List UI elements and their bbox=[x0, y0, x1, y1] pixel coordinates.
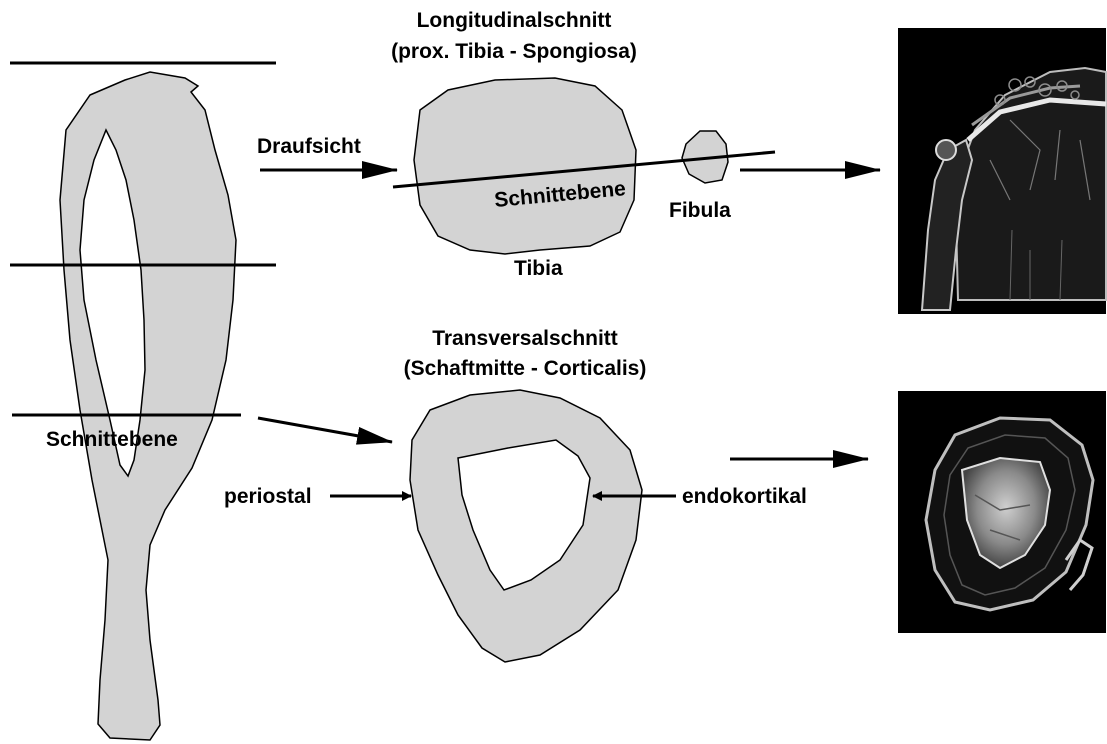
arrow-to-transverse-section bbox=[258, 418, 392, 442]
bone-longitudinal-micrograph bbox=[898, 28, 1106, 314]
transversal-title: Transversalschnitt bbox=[432, 327, 618, 350]
transversal-subtitle: (Schaftmitte - Corticalis) bbox=[404, 357, 647, 380]
tibia-top-view: Schnittebene Fibula Tibia Draufsicht bbox=[257, 78, 775, 280]
top-view-label: Draufsicht bbox=[257, 135, 361, 158]
cut-plane-label-left: Schnittebene bbox=[46, 428, 178, 451]
periosteal-label: periostal bbox=[224, 485, 312, 508]
bone-long-view: Schnittebene bbox=[10, 63, 276, 740]
longitudinal-subtitle: (prox. Tibia - Spongiosa) bbox=[391, 40, 637, 63]
fibula-label: Fibula bbox=[669, 199, 731, 222]
bone-transversal-micrograph bbox=[898, 391, 1106, 633]
tibia-label: Tibia bbox=[514, 257, 563, 280]
transverse-section: periostal endokortikal bbox=[224, 390, 807, 662]
tibia-longitudinal-outline bbox=[60, 72, 236, 740]
endocortical-label: endokortikal bbox=[682, 485, 807, 508]
tibia-plateau-outline bbox=[414, 78, 636, 254]
longitudinal-title: Longitudinalschnitt bbox=[417, 9, 612, 32]
